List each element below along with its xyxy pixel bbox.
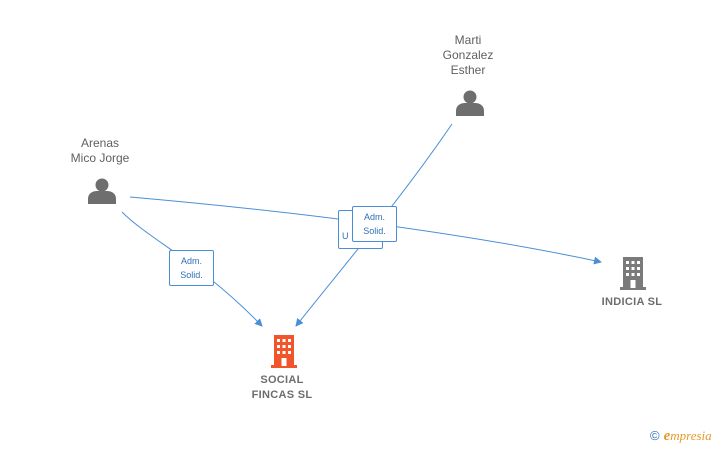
brand-name: mpresia: [670, 428, 712, 443]
edge-label-line: Adm.: [363, 212, 385, 222]
person-label-marti[interactable]: Marti Gonzalez Esther: [408, 33, 528, 78]
label-line: Marti: [454, 33, 482, 47]
label-line: SOCIAL: [260, 374, 304, 386]
person-label-arenas[interactable]: Arenas Mico Jorge: [40, 136, 160, 166]
edge-label-marti-indicia[interactable]: Adm. Solid.: [352, 206, 397, 242]
empresia-logo[interactable]: ©empresia: [650, 428, 712, 445]
company-label-social-fincas[interactable]: SOCIAL FINCAS SL: [212, 373, 352, 403]
label-line: Esther: [450, 63, 486, 77]
building-icon[interactable]: [620, 257, 646, 290]
label-line: Gonzalez: [442, 48, 494, 62]
label-line: Mico Jorge: [70, 151, 130, 165]
edge-label-line: Adm.: [180, 256, 202, 266]
edge-label-line: Solid.: [363, 226, 386, 236]
person-icon[interactable]: [88, 178, 116, 205]
edge-label-arenas-social[interactable]: Adm. Solid.: [169, 250, 214, 286]
edge-label-line: Solid.: [180, 270, 203, 280]
brand-initial: e: [663, 428, 671, 444]
company-label-indicia[interactable]: INDICIA SL: [562, 295, 702, 310]
label-line: INDICIA SL: [601, 296, 663, 308]
label-line: Arenas: [80, 136, 120, 150]
label-line: FINCAS SL: [251, 389, 313, 401]
person-icon[interactable]: [456, 90, 484, 117]
edge-label-line: U: [342, 231, 349, 241]
building-icon[interactable]: [268, 335, 300, 368]
copyright-icon: ©: [650, 428, 660, 443]
